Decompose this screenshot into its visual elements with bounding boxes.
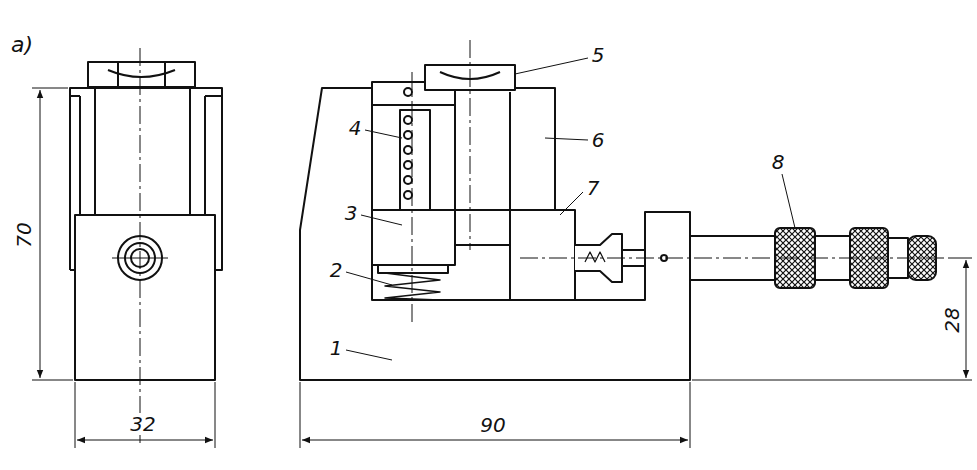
- view-label: а): [9, 33, 35, 57]
- callout-number: 6: [590, 129, 607, 151]
- callout-number: 1: [328, 337, 345, 359]
- callout-number: 5: [590, 44, 607, 66]
- callout-number: 4: [347, 117, 364, 139]
- callout-number: 8: [770, 151, 787, 173]
- callout-number: 3: [343, 202, 360, 224]
- dimension-value: 32: [128, 413, 157, 435]
- dimension-value: 70: [13, 220, 35, 249]
- callout-number: 7: [585, 177, 602, 199]
- dimension-value: 90: [478, 414, 507, 436]
- callout-number: 2: [328, 259, 345, 281]
- dimension-value: 28: [941, 305, 963, 334]
